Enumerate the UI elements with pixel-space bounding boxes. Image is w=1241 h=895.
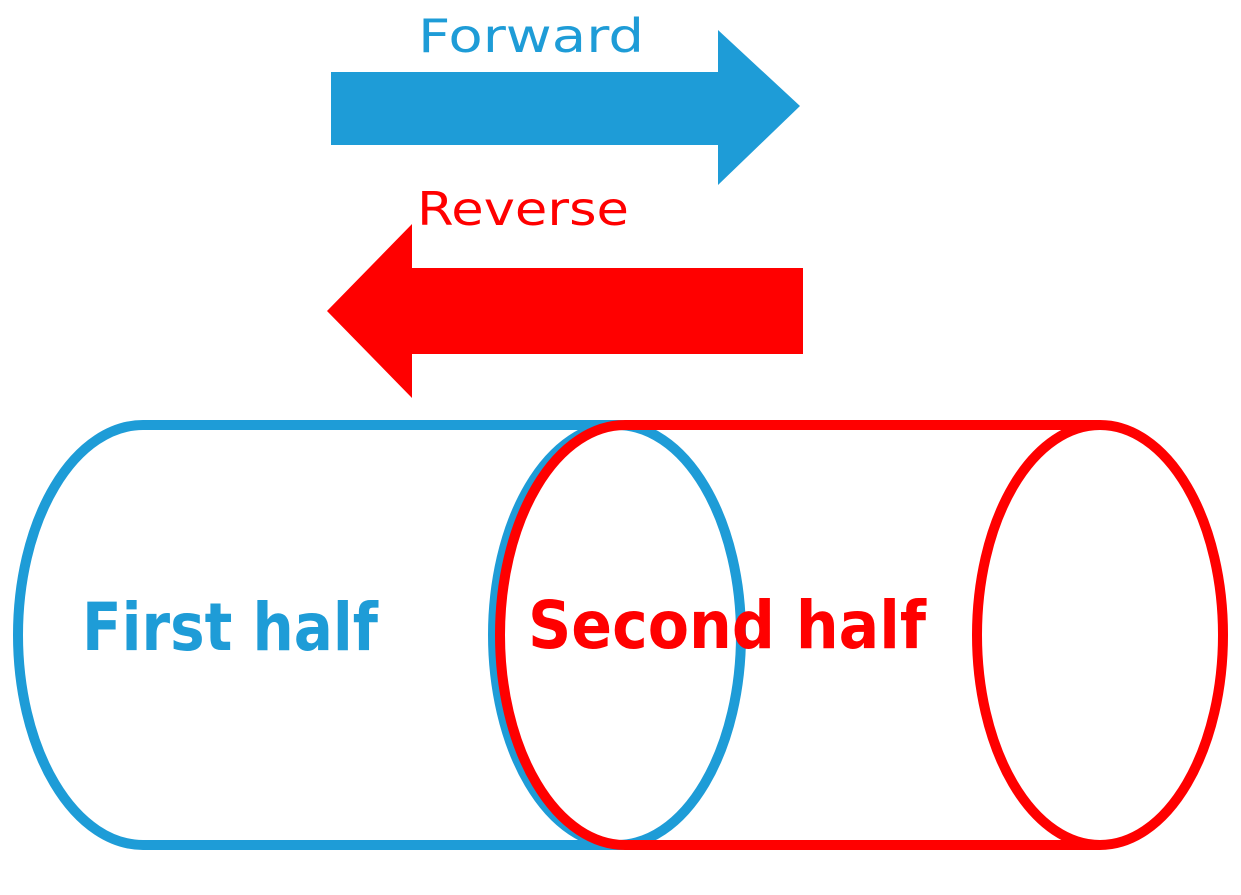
reverse-arrow-group: Reverse [327, 182, 803, 398]
reverse-arrow [327, 224, 803, 398]
forward-arrow [331, 30, 800, 185]
reverse-label: Reverse [417, 182, 629, 236]
second-half-label: Second half [528, 587, 927, 664]
second-half-end [972, 420, 1228, 850]
first-half-body [13, 420, 617, 850]
second-half-body [495, 420, 1100, 850]
forward-label: Forward [418, 9, 644, 63]
forward-arrow-group: Forward [331, 9, 800, 185]
first-half-label: First half [82, 589, 379, 666]
second-half-cylinder [495, 420, 1228, 850]
